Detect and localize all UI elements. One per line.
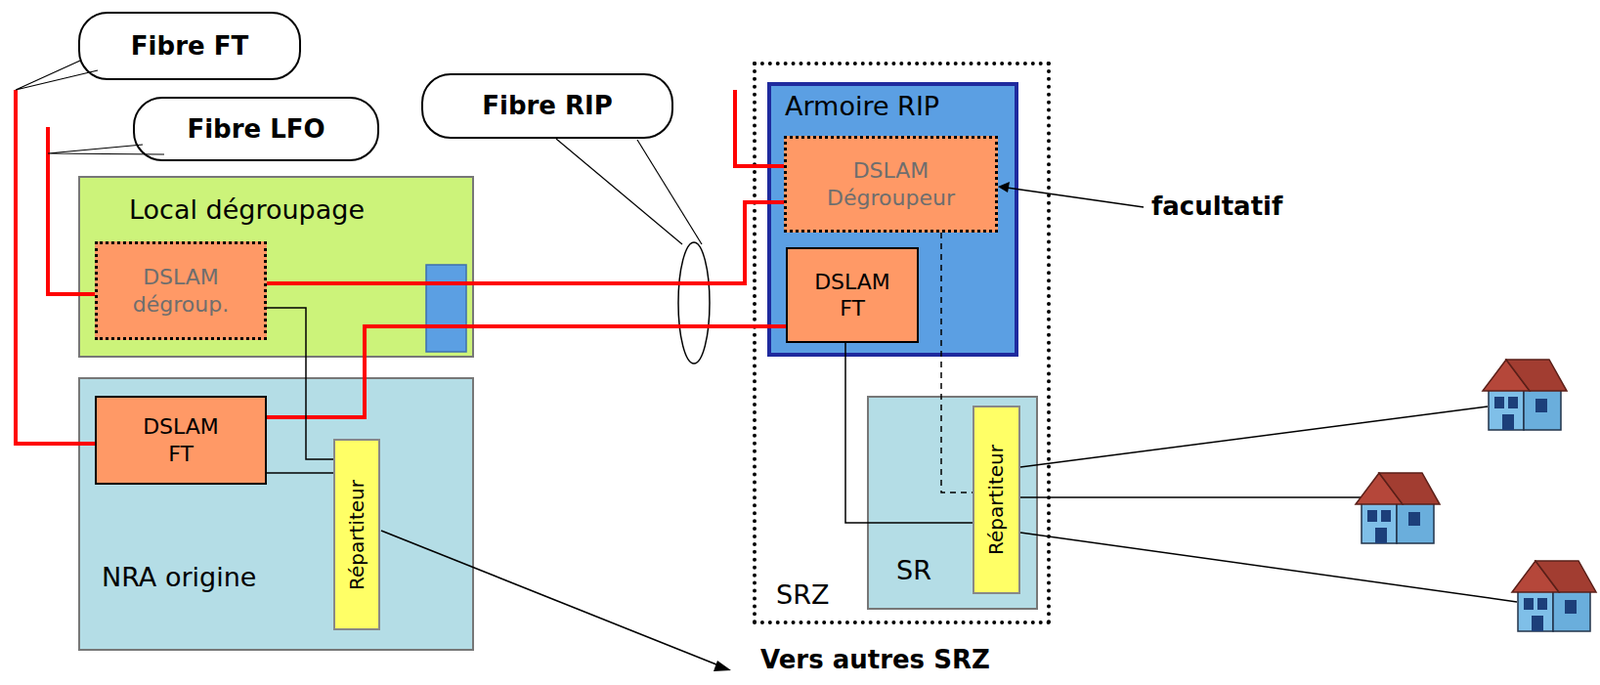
subrepartitor-box: SR Répartiteur	[866, 395, 1038, 610]
node-text: Répartiteur	[984, 444, 1009, 556]
zone-outline: SRZ Armoire RIP DSLAM DégroupeurDSLAM FT SR…	[752, 61, 1051, 625]
fibre-bundle-ring	[678, 242, 710, 364]
copper-link	[266, 472, 334, 475]
leader-line	[381, 530, 722, 667]
callout-pointer	[47, 144, 165, 155]
node-text: DSLAM dégroup.	[132, 263, 229, 318]
node-text: Répartiteur	[345, 479, 370, 591]
house-icon	[1482, 359, 1567, 431]
callout-bubble: Fibre LFO	[132, 96, 380, 162]
node-text: DSLAM FT	[142, 413, 219, 468]
leader-head	[997, 181, 1010, 193]
fibre-link	[266, 202, 784, 284]
room-box: NRA origine DSLAM FT Répartiteur	[78, 377, 475, 651]
callout-pointer	[637, 139, 702, 245]
house-icon	[1355, 473, 1440, 544]
callout-bubble: Fibre RIP	[421, 73, 674, 139]
node-text: DSLAM Dégroupeur	[826, 157, 955, 212]
distribution-frame: Répartiteur	[972, 405, 1021, 595]
node-text: Local dégroupage	[129, 193, 365, 227]
subscriber-line	[1020, 406, 1488, 468]
distribution-frame: Répartiteur	[333, 438, 381, 631]
dslam-box: DSLAM FT	[785, 247, 919, 344]
dslam-box: DSLAM Dégroupeur	[783, 135, 998, 233]
note-label: facultatif	[1151, 191, 1283, 221]
node-text: NRA origine	[101, 561, 257, 595]
copper-link-optional	[941, 232, 973, 493]
dslam-box: DSLAM dégroup.	[94, 241, 267, 341]
cabinet-box: Armoire RIP DSLAM DégroupeurDSLAM FT	[767, 82, 1019, 357]
callout-bubble: Fibre FT	[78, 11, 302, 81]
node-text: Fibre FT	[130, 30, 249, 63]
subscriber-line	[1020, 496, 1361, 499]
leader-head	[713, 660, 732, 672]
dslam-box: DSLAM FT	[94, 395, 267, 485]
fibre-ft-line	[15, 89, 95, 444]
copper-link	[845, 343, 973, 523]
copper-link	[266, 307, 334, 460]
fibre-optional-line	[735, 89, 784, 167]
node-text: Fibre LFO	[186, 113, 325, 146]
fibre-lfo-line	[47, 127, 95, 295]
note-label: Vers autres SRZ	[760, 645, 991, 675]
node-text: Fibre RIP	[481, 89, 613, 123]
node-text: SR	[896, 554, 932, 588]
node-text: SRZ	[776, 578, 829, 612]
node-text: Armoire RIP	[784, 89, 940, 124]
subscriber-line	[1020, 532, 1517, 603]
leader-line	[1006, 187, 1144, 208]
callout-pointer	[556, 138, 683, 245]
node-text: DSLAM FT	[814, 268, 891, 323]
callout-pointer	[15, 60, 98, 90]
fibre-link	[266, 326, 786, 418]
patch-panel	[426, 264, 467, 352]
room-box: Local dégroupageDSLAM dégroup.	[78, 175, 475, 358]
house-icon	[1512, 561, 1597, 632]
